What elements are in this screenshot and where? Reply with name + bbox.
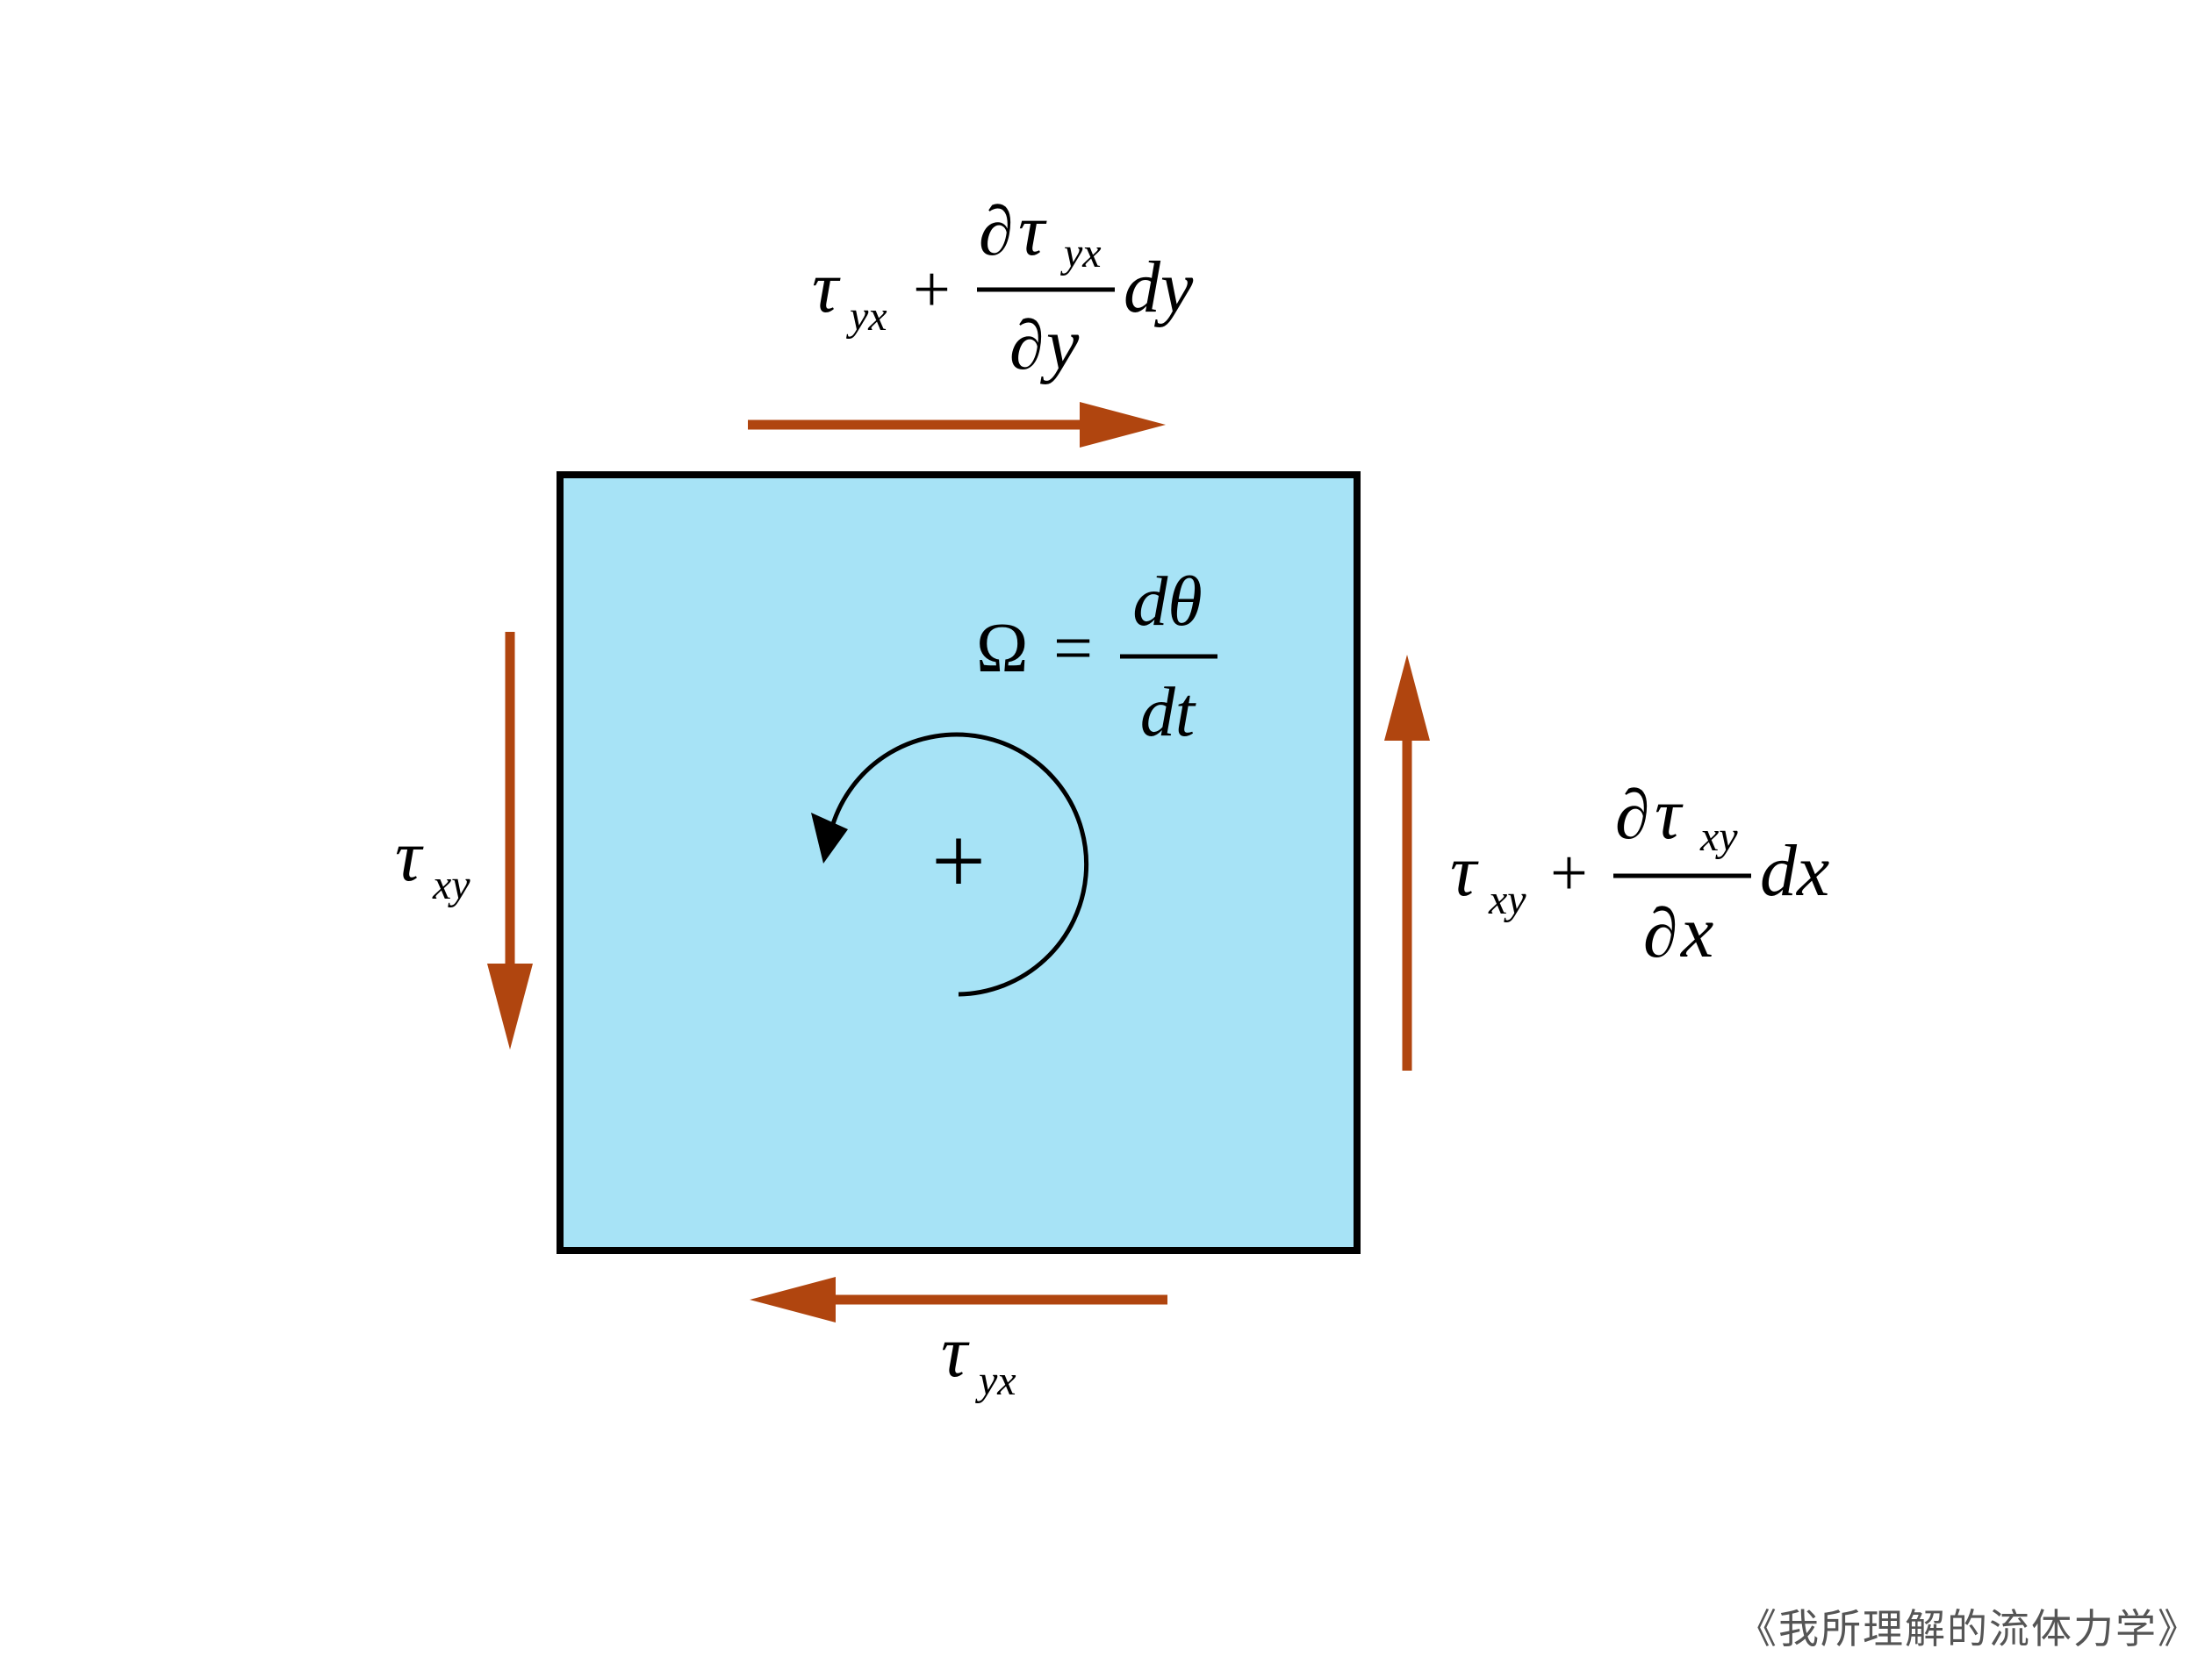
- right-num-partial: ∂: [1615, 777, 1650, 854]
- rotation-numerator: dθ: [1132, 563, 1202, 641]
- right-num-subscript: xy: [1699, 814, 1738, 860]
- bottom-tau: τ: [941, 1311, 970, 1393]
- right-shear-arrow-icon: [1384, 655, 1430, 1071]
- bottom-shear-label: τ yx: [941, 1311, 1016, 1404]
- rotation-formula: Ω = dθ dt: [976, 563, 1217, 751]
- top-differential: dy: [1124, 247, 1194, 328]
- top-tau-subscript: yx: [845, 293, 887, 340]
- top-tau: τ: [812, 247, 841, 328]
- bottom-shear-arrow-icon: [750, 1277, 1167, 1323]
- right-tau: τ: [1450, 830, 1479, 912]
- top-den-partial: ∂: [1009, 307, 1045, 384]
- bottom-tau-subscript: yx: [974, 1358, 1016, 1404]
- omega-symbol: Ω: [976, 610, 1028, 687]
- rotation-denominator: dt: [1140, 674, 1196, 751]
- right-den-partial: ∂: [1643, 895, 1678, 972]
- fluid-element-square: [557, 471, 1361, 1254]
- right-tau-subscript: xy: [1488, 877, 1526, 923]
- left-shear-label: τ xy: [395, 815, 470, 908]
- rotation-equals: =: [1053, 610, 1093, 687]
- top-shear-arrow-icon: [748, 402, 1166, 448]
- top-den-var: y: [1039, 304, 1080, 385]
- left-shear-arrow-icon: [487, 632, 533, 1050]
- right-plus: +: [1550, 836, 1588, 910]
- right-num-tau: τ: [1655, 773, 1684, 855]
- left-tau: τ: [395, 815, 424, 897]
- rotation-sign: +: [931, 807, 986, 914]
- top-shear-label: τ yx + ∂ τ yx ∂ y dy: [812, 190, 1194, 385]
- right-den-var: x: [1679, 892, 1713, 973]
- watermark-text: 《我所理解的流体力学》: [1736, 1605, 2200, 1652]
- top-num-partial: ∂: [979, 193, 1014, 270]
- right-differential: dx: [1760, 830, 1829, 912]
- rotation-arc-icon: [811, 732, 1089, 997]
- top-num-tau: τ: [1018, 190, 1047, 271]
- right-shear-label: τ xy + ∂ τ xy ∂ x dx: [1450, 773, 1829, 973]
- top-num-subscript: yx: [1059, 230, 1102, 276]
- top-plus: +: [913, 253, 951, 326]
- left-tau-subscript: xy: [432, 862, 470, 908]
